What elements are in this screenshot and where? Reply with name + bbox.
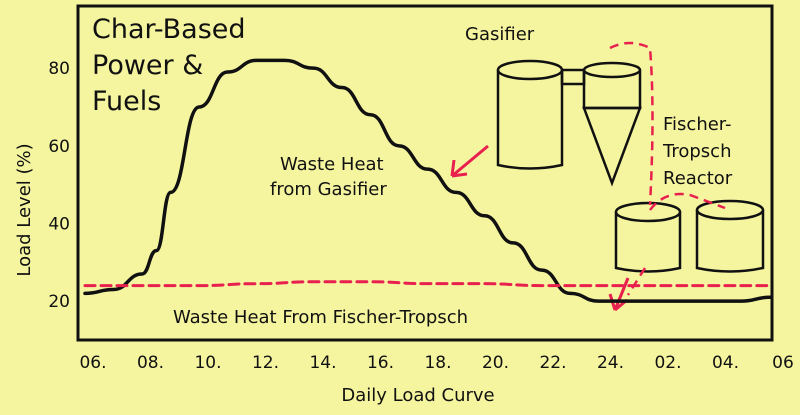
arrow-icon xyxy=(450,144,489,178)
annotation-waste-heat-gasifier: Waste Heat from Gasifier xyxy=(270,154,389,200)
chart-title-line: Char-Based xyxy=(92,14,246,45)
x-tick-label: 18. xyxy=(424,353,451,373)
x-tick-label: 06 xyxy=(772,353,794,373)
y-tick-label: 80 xyxy=(48,59,70,79)
x-tick-label: 10. xyxy=(194,353,221,373)
x-tick-label: 24. xyxy=(597,353,624,373)
annotation-line: Waste Heat xyxy=(280,154,384,175)
annotation-line: Fischer- xyxy=(663,114,732,135)
annotation-line: Reactor xyxy=(663,168,733,189)
x-tick-label: 04. xyxy=(712,353,739,373)
annotation-waste-heat-ft: Waste Heat From Fischer-Tropsch xyxy=(173,307,468,328)
y-tick-label: 20 xyxy=(48,292,70,312)
arrow-icon xyxy=(608,277,630,312)
x-tick-label: 06. xyxy=(79,353,106,373)
plot-frame xyxy=(76,4,774,342)
y-axis-title: Load Level (%) xyxy=(14,143,35,276)
x-tick-label: 20. xyxy=(482,353,509,373)
x-tick-label: 16. xyxy=(367,353,394,373)
chart-title-line: Fuels xyxy=(92,86,161,117)
reactor-illustration xyxy=(614,199,765,273)
annotation-line: Gasifier xyxy=(465,24,535,45)
series-line-dashed xyxy=(83,280,772,288)
annotation-fischer-tropsch-reactor: Fischer- Tropsch Reactor xyxy=(662,114,737,189)
gasifier-illustration xyxy=(496,59,642,187)
flow-lines xyxy=(609,41,726,296)
annotation-line: from Gasifier xyxy=(270,179,387,200)
series-line-solid xyxy=(83,58,772,303)
chart-title-line: Power & xyxy=(92,50,203,81)
chart-title: Char-Based Power & Fuels xyxy=(92,14,254,117)
y-tick-label: 60 xyxy=(48,137,70,157)
annotation-gasifier: Gasifier xyxy=(465,24,535,45)
x-tick-label: 22. xyxy=(539,353,566,373)
annotation-line: Tropsch xyxy=(662,141,731,162)
x-tick-label: 12. xyxy=(252,353,279,373)
x-tick-label: 08. xyxy=(137,353,164,373)
annotation-line: Waste Heat From Fischer-Tropsch xyxy=(173,307,468,328)
y-tick-label: 40 xyxy=(48,214,70,234)
x-tick-label: 14. xyxy=(309,353,336,373)
x-axis-title: Daily Load Curve xyxy=(341,385,494,406)
tick-layer: 06. 08. 10. 12. 14. 16. 18. 20. 22. 24. 02. 04. 06 20… xyxy=(48,59,793,373)
series-layer xyxy=(83,58,772,303)
x-tick-label: 02. xyxy=(654,353,681,373)
